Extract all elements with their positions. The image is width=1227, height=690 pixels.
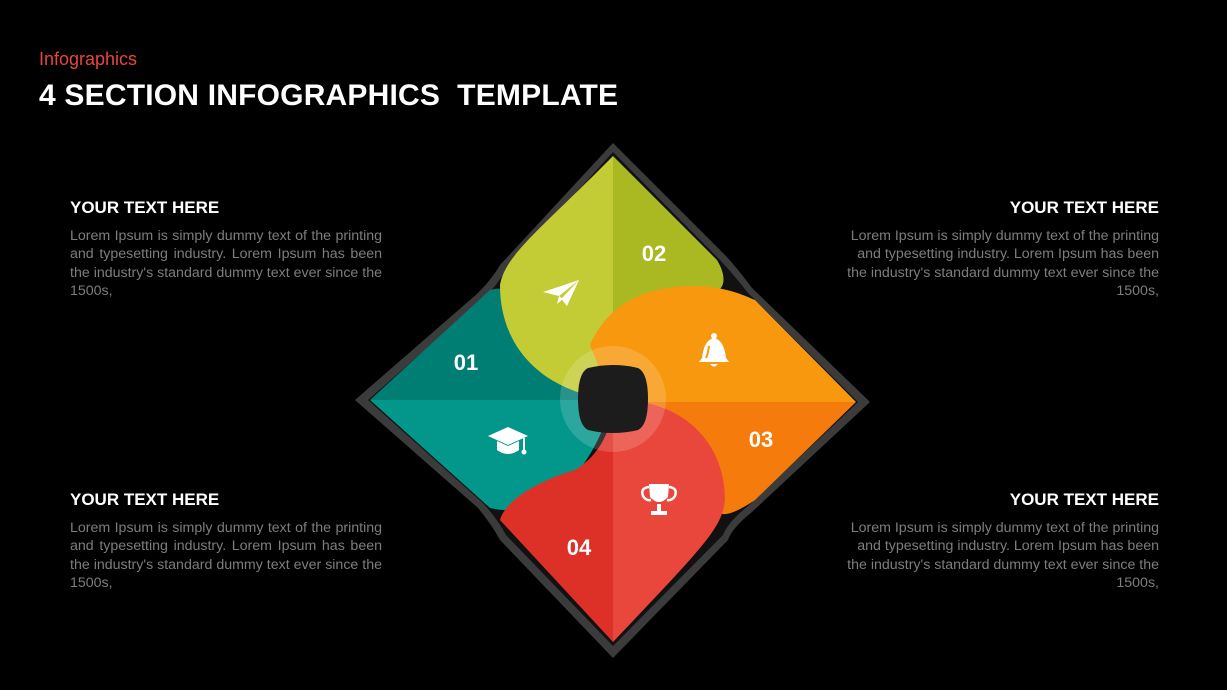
text-block-04: YOUR TEXT HERE Lorem Ipsum is simply dum…	[70, 490, 382, 593]
petal-02	[500, 156, 724, 400]
center-hub	[578, 365, 648, 433]
text-block-body: Lorem Ipsum is simply dummy text of the …	[847, 520, 1159, 592]
section-number-01: 01	[454, 350, 478, 375]
text-block-02: YOUR TEXT HERE Lorem Ipsum is simply dum…	[847, 198, 1159, 301]
text-block-03: YOUR TEXT HERE Lorem Ipsum is simply dum…	[847, 490, 1159, 593]
slide-kicker: Infographics	[39, 49, 138, 69]
text-block-body: Lorem Ipsum is simply dummy text of the …	[70, 228, 382, 300]
paper-plane-icon	[543, 280, 579, 306]
section-number-04: 04	[567, 535, 592, 560]
text-block-heading: YOUR TEXT HERE	[70, 490, 220, 509]
text-block-heading: YOUR TEXT HERE	[1009, 198, 1159, 217]
text-block-heading: YOUR TEXT HERE	[70, 198, 220, 217]
text-block-body: Lorem Ipsum is simply dummy text of the …	[70, 520, 382, 592]
text-block-heading: YOUR TEXT HERE	[1009, 490, 1159, 509]
trophy-icon	[641, 484, 677, 515]
slide-title: 4 SECTION INFOGRAPHICS TEMPLATE	[39, 79, 619, 112]
bell-icon	[699, 333, 729, 367]
text-block-body: Lorem Ipsum is simply dummy text of the …	[847, 228, 1159, 300]
section-number-03: 03	[749, 427, 773, 452]
section-number-02: 02	[642, 241, 666, 266]
graduation-cap-icon	[488, 427, 528, 455]
text-block-01: YOUR TEXT HERE Lorem Ipsum is simply dum…	[70, 198, 382, 301]
petal-04	[500, 399, 725, 642]
